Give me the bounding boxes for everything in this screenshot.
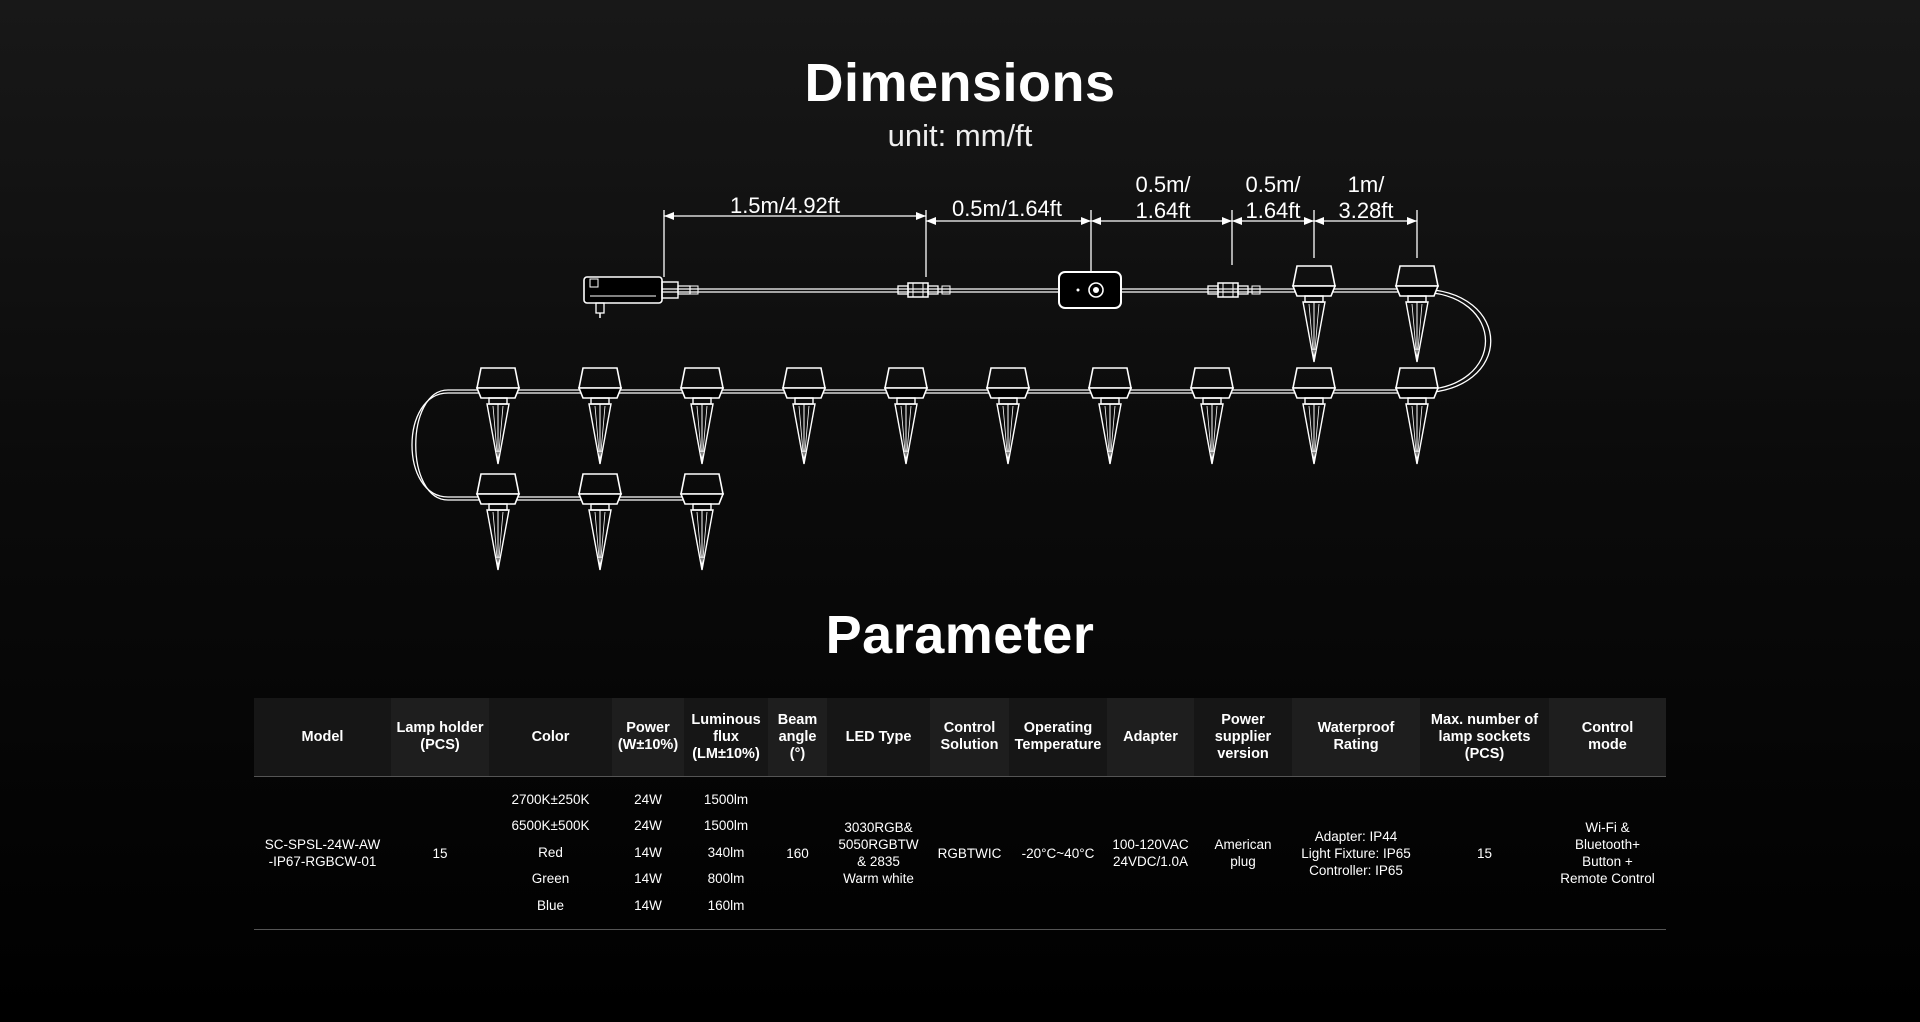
cell-beam: 160	[768, 776, 827, 930]
dimension-diagram: 1.5m/4.92ft 0.5m/1.64ft 0.5m/ 1.64ft 0.5…	[476, 172, 1439, 571]
parameter-title: Parameter	[825, 605, 1095, 665]
dim-label-4b: 1.64ft	[1245, 198, 1300, 223]
cell-max-sockets: 15	[1420, 776, 1549, 930]
cell-control-solution: RGBTWIC	[930, 776, 1009, 930]
header-lamp-holder: Lamp holder(PCS)	[391, 698, 489, 777]
header-adapter: Adapter	[1107, 698, 1194, 777]
dim-label-3b: 1.64ft	[1135, 198, 1190, 223]
cell-control-mode: Wi-Fi &Bluetooth+Button +Remote Control	[1549, 776, 1666, 930]
dimensions-title: Dimensions	[804, 53, 1116, 113]
connector-icon	[897, 282, 939, 298]
header-model: Model	[254, 698, 391, 777]
cell-lamp-holder: 15	[391, 776, 489, 930]
dim-label-4a: 0.5m/	[1245, 172, 1301, 197]
power-adapter-icon	[583, 276, 691, 318]
table-row: SC-SPSL-24W-AW-IP67-RGBCW-01 15 2700K±25…	[254, 776, 1666, 930]
dim-label-1: 1.5m/4.92ft	[730, 193, 840, 218]
header-color: Color	[489, 698, 612, 777]
lamp-row-1	[1292, 265, 1439, 363]
header-power: Power(W±10%)	[612, 698, 684, 777]
dimensions-unit: unit: mm/ft	[887, 118, 1033, 153]
cable-clip-icon	[689, 285, 1261, 295]
lamp-row-2	[476, 367, 1439, 465]
controller-icon	[1058, 271, 1122, 309]
dim-label-3a: 0.5m/	[1135, 172, 1191, 197]
table-header-row: Model Lamp holder(PCS) Color Power(W±10%…	[254, 698, 1666, 777]
dim-label-2: 0.5m/1.64ft	[952, 196, 1062, 221]
cell-model: SC-SPSL-24W-AW-IP67-RGBCW-01	[254, 776, 391, 930]
connector-icon	[1207, 282, 1249, 298]
parameter-table: Model Lamp holder(PCS) Color Power(W±10%…	[254, 698, 1666, 930]
cell-temperature: -20°C~40°C	[1009, 776, 1107, 930]
header-led-type: LED Type	[827, 698, 930, 777]
dim-label-5b: 3.28ft	[1338, 198, 1393, 223]
dim-label-5a: 1m/	[1348, 172, 1386, 197]
lamp-row-3	[476, 473, 724, 571]
